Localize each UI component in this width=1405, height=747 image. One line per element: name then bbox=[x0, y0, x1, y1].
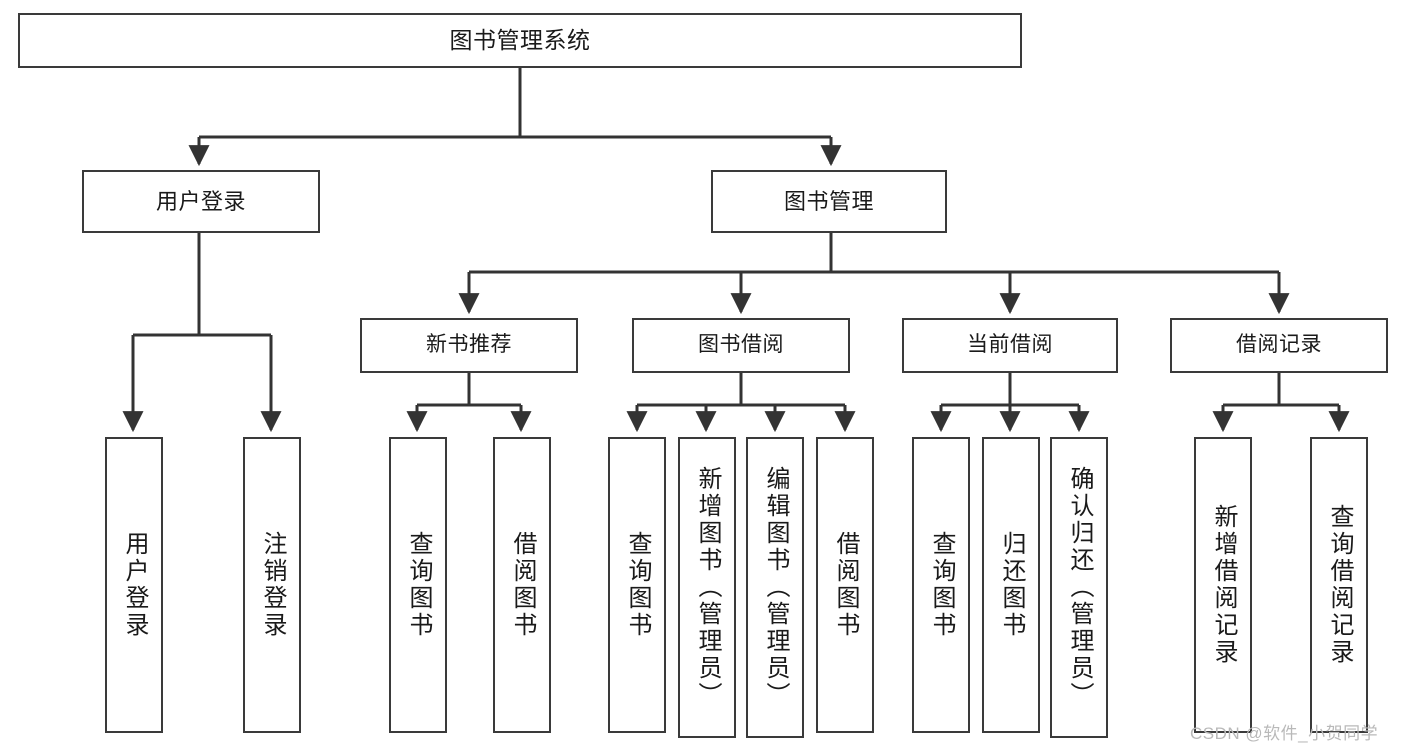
node-label: 用户登录 bbox=[155, 188, 246, 214]
node-label: 查询图书 bbox=[405, 531, 432, 639]
node-label: 借阅图书 bbox=[832, 531, 859, 639]
node-label: 图书管理系统 bbox=[449, 27, 591, 54]
node-label: 查询图书 bbox=[928, 531, 955, 639]
node-book-borrow[interactable]: 图书借阅 bbox=[632, 318, 850, 373]
leaf-new-book-recommend-2[interactable]: 借阅图书 bbox=[493, 437, 551, 733]
node-label: 归还图书 bbox=[998, 531, 1025, 639]
node-new-book-recommend[interactable]: 新书推荐 bbox=[360, 318, 578, 373]
watermark: CSDN @软件_小贺同学 bbox=[1190, 724, 1379, 743]
node-label: 注销登录 bbox=[259, 531, 286, 639]
node-label: 图书管理 bbox=[783, 188, 874, 214]
node-label: 新增借阅记录 bbox=[1210, 504, 1237, 666]
node-label: 借阅记录 bbox=[1236, 333, 1322, 357]
leaf-borrow-record-1[interactable]: 新增借阅记录 bbox=[1194, 437, 1252, 733]
leaf-current-borrow-2[interactable]: 归还图书 bbox=[982, 437, 1040, 733]
leaf-current-borrow-1[interactable]: 查询图书 bbox=[912, 437, 970, 733]
node-label: 借阅图书 bbox=[509, 531, 536, 639]
node-label: 编辑图书（管理员） bbox=[762, 466, 789, 709]
leaf-book-borrow-3[interactable]: 编辑图书（管理员） bbox=[746, 437, 804, 738]
node-label: 新增图书（管理员） bbox=[694, 466, 721, 709]
leaf-book-borrow-4[interactable]: 借阅图书 bbox=[816, 437, 874, 733]
node-label: 图书借阅 bbox=[698, 333, 784, 357]
node-label: 查询借阅记录 bbox=[1326, 504, 1353, 666]
leaf-book-borrow-2[interactable]: 新增图书（管理员） bbox=[678, 437, 736, 738]
node-current-borrow[interactable]: 当前借阅 bbox=[902, 318, 1118, 373]
node-user-login[interactable]: 用户登录 bbox=[82, 170, 320, 233]
leaf-user-login-1[interactable]: 用户登录 bbox=[105, 437, 163, 733]
leaf-new-book-recommend-1[interactable]: 查询图书 bbox=[389, 437, 447, 733]
node-book-management[interactable]: 图书管理 bbox=[711, 170, 947, 233]
leaf-book-borrow-1[interactable]: 查询图书 bbox=[608, 437, 666, 733]
node-label: 查询图书 bbox=[624, 531, 651, 639]
leaf-current-borrow-3[interactable]: 确认归还（管理员） bbox=[1050, 437, 1108, 738]
node-borrow-record[interactable]: 借阅记录 bbox=[1170, 318, 1388, 373]
node-root-book-management-system[interactable]: 图书管理系统 bbox=[18, 13, 1022, 68]
node-label: 当前借阅 bbox=[967, 333, 1053, 357]
node-label: 新书推荐 bbox=[426, 333, 512, 357]
leaf-borrow-record-2[interactable]: 查询借阅记录 bbox=[1310, 437, 1368, 733]
node-label: 确认归还（管理员） bbox=[1066, 466, 1093, 709]
leaf-user-login-2[interactable]: 注销登录 bbox=[243, 437, 301, 733]
node-label: 用户登录 bbox=[121, 531, 148, 639]
